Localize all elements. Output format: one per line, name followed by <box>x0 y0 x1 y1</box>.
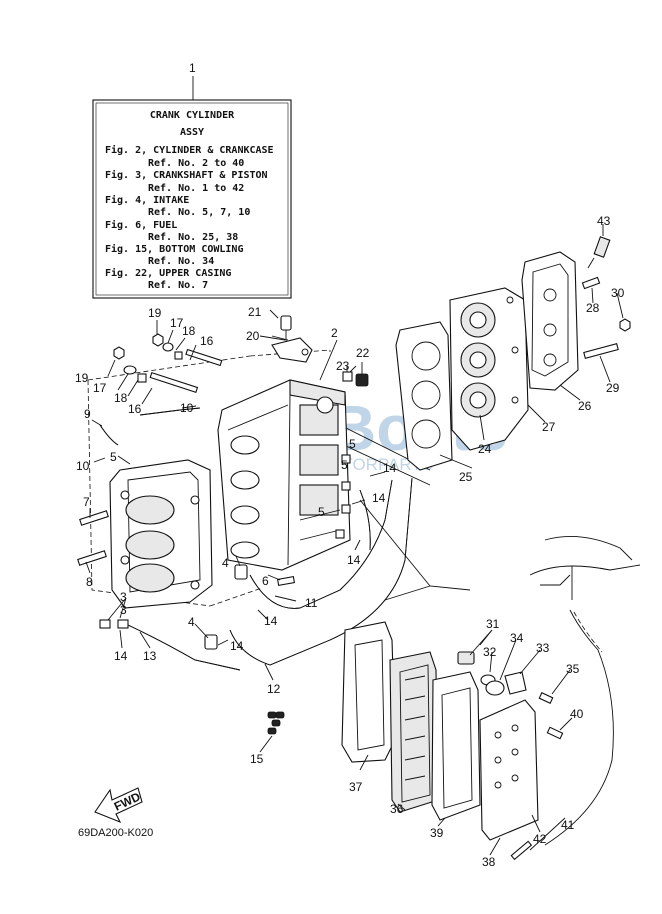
cylinder-head <box>449 287 529 451</box>
assy-line: Fig. 6, FUEL <box>105 219 177 231</box>
assy-line: Fig. 22, UPPER CASING <box>105 267 231 279</box>
callout-40: 40 <box>570 707 584 721</box>
assy-line: Ref. No. 1 to 42 <box>148 183 244 194</box>
callout-29: 29 <box>606 381 620 395</box>
callout-16-b: 16 <box>128 402 142 416</box>
callout-32: 32 <box>483 645 497 659</box>
callout-16: 16 <box>200 334 214 348</box>
callout-14-b: 14 <box>230 639 244 653</box>
callout-5-d: 5 <box>318 505 325 519</box>
callout-1: 1 <box>189 61 196 75</box>
callout-17-b: 17 <box>93 381 107 395</box>
callout-3: 3 <box>120 590 127 604</box>
callout-20: 20 <box>246 329 260 343</box>
callout-6: 6 <box>262 574 269 588</box>
callout-24: 24 <box>478 442 492 456</box>
assy-info-box: 1 CRANK CYLINDER ASSY Fig. 2, CYLINDER &… <box>92 61 292 299</box>
callout-42: 42 <box>533 832 547 846</box>
fwd-label: FWD <box>112 789 143 813</box>
outer-exhaust-cover <box>479 699 539 841</box>
clips <box>267 711 285 735</box>
callout-15: 15 <box>250 752 264 766</box>
small-fittings <box>77 454 351 650</box>
assy-title-line2: ASSY <box>180 127 204 138</box>
callout-34: 34 <box>510 631 524 645</box>
callout-12: 12 <box>267 682 281 696</box>
thermostat-parts <box>457 651 564 740</box>
head-cover <box>521 251 579 391</box>
assy-line: Fig. 3, CRANKSHAFT & PISTON <box>105 169 268 181</box>
callout-10: 10 <box>76 459 90 473</box>
plugs <box>342 362 369 387</box>
callout-31: 31 <box>486 617 500 631</box>
callout-36: 36 <box>390 802 404 816</box>
assy-line: Ref. No. 5, 7, 10 <box>148 207 250 218</box>
bracket-and-bolt <box>269 309 313 363</box>
callout-14-f: 14 <box>383 461 397 475</box>
callout-41: 41 <box>561 818 575 832</box>
intake-manifold <box>109 459 213 609</box>
upper-casing-and-hose <box>510 535 641 861</box>
callout-30: 30 <box>611 286 625 300</box>
exhaust-plates <box>341 621 481 821</box>
callout-25: 25 <box>459 470 473 484</box>
callout-39: 39 <box>430 826 444 840</box>
assy-line: Ref. No. 7 <box>148 280 208 291</box>
head-gasket <box>395 321 453 471</box>
callout-13: 13 <box>143 649 157 663</box>
callout-labels: 2 3 3 4 4 5 5 5 5 6 7 8 9 10 10 11 12 13… <box>75 214 625 869</box>
callout-3-b: 3 <box>120 603 127 617</box>
cylinder-block <box>217 379 351 571</box>
callout-18-b: 18 <box>114 391 128 405</box>
callout-14-d: 14 <box>347 553 361 567</box>
callout-14-c: 14 <box>264 614 278 628</box>
callout-21: 21 <box>248 305 262 319</box>
callout-43: 43 <box>597 214 611 228</box>
callout-4-b: 4 <box>188 615 195 629</box>
fwd-arrow: FWD <box>94 787 143 824</box>
callout-33: 33 <box>536 641 550 655</box>
callout-8: 8 <box>86 575 93 589</box>
assy-line: Fig. 4, INTAKE <box>105 194 189 206</box>
assy-line: Ref. No. 34 <box>148 256 214 267</box>
callout-35: 35 <box>566 662 580 676</box>
callout-23: 23 <box>336 359 350 373</box>
callout-19-b: 19 <box>75 371 89 385</box>
callout-17: 17 <box>170 316 184 330</box>
callout-19: 19 <box>148 306 162 320</box>
callout-5-c: 5 <box>341 458 348 472</box>
callout-2: 2 <box>331 326 338 340</box>
drawing-code: 69DA200-K020 <box>78 827 153 839</box>
callout-14-e: 14 <box>372 491 386 505</box>
callout-22: 22 <box>356 346 370 360</box>
callout-14: 14 <box>114 649 128 663</box>
callout-5: 5 <box>110 450 117 464</box>
assy-line: Fig. 2, CYLINDER & CRANKCASE <box>105 144 274 156</box>
callout-10-b: 10 <box>180 401 194 415</box>
left-fasteners <box>113 333 223 393</box>
assy-line: Ref. No. 2 to 40 <box>148 158 244 169</box>
callout-28: 28 <box>586 301 600 315</box>
callout-18: 18 <box>182 324 196 338</box>
callout-9: 9 <box>84 407 91 421</box>
callout-26: 26 <box>578 399 592 413</box>
callout-38: 38 <box>482 855 496 869</box>
callout-11: 11 <box>305 596 318 610</box>
assy-line: Fig. 15, BOTTOM COWLING <box>105 243 243 255</box>
assy-line: Ref. No. 25, 38 <box>148 232 238 243</box>
leader-lines <box>85 224 624 856</box>
callout-27: 27 <box>542 420 556 434</box>
assy-title-line1: CRANK CYLINDER <box>150 110 235 121</box>
callout-7: 7 <box>83 495 90 509</box>
callout-4: 4 <box>222 556 229 570</box>
hoses <box>99 407 413 671</box>
callout-5-b: 5 <box>349 437 356 451</box>
sensor-and-fasteners <box>581 236 631 359</box>
callout-37: 37 <box>349 780 363 794</box>
